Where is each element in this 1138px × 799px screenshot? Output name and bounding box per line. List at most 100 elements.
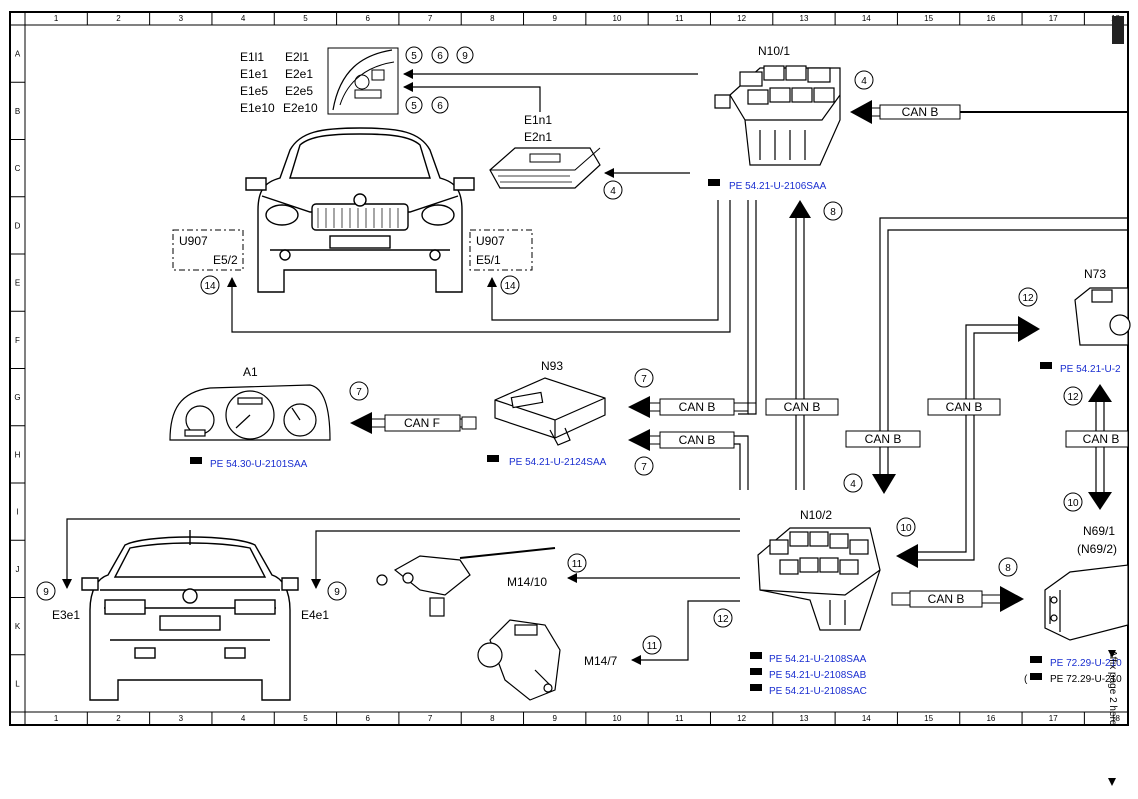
grid-column-label: 16 xyxy=(986,14,995,23)
headlamp-thumbnail xyxy=(327,47,399,115)
svg-text:CAN B: CAN B xyxy=(865,432,902,446)
grid-column-label: 14 xyxy=(862,714,871,723)
svg-text:CAN B: CAN B xyxy=(679,400,716,414)
can-b-to-right-modules: CAN B xyxy=(845,217,1128,494)
note-7: 7 xyxy=(641,462,647,473)
note-4: 4 xyxy=(861,76,867,87)
grid-column-label: 4 xyxy=(241,14,246,23)
label-e5-2: E5/2 xyxy=(213,253,238,267)
note-5: 5 xyxy=(411,101,417,112)
grid-row-label: L xyxy=(15,679,20,688)
svg-text:CAN B: CAN B xyxy=(1083,432,1120,446)
grid-row-label: K xyxy=(15,622,21,631)
grid-row-label: E xyxy=(15,279,20,288)
svg-text:CAN B: CAN B xyxy=(946,400,983,414)
grid-row-label: J xyxy=(16,565,20,574)
grid-column-label: 17 xyxy=(1049,714,1058,723)
grid-column-label: 14 xyxy=(862,14,871,23)
lamp-label-right-2: E2e5 xyxy=(285,84,313,98)
connection-n10-2-to-m14-7 xyxy=(631,600,740,665)
grid-column-label: 12 xyxy=(737,714,746,723)
grid-column-label: 15 xyxy=(924,714,933,723)
label-e3e1: E3e1 xyxy=(52,608,80,622)
component-box-u907-right xyxy=(469,229,533,271)
note-4: 4 xyxy=(610,186,616,197)
vehicle-front-view xyxy=(245,127,475,293)
lamp-label-right-1: E2e1 xyxy=(285,67,313,81)
control-unit-n10-2 xyxy=(757,527,881,631)
instrument-cluster-a1 xyxy=(169,384,331,441)
note-7: 7 xyxy=(356,387,362,398)
note-5: 5 xyxy=(411,51,417,62)
grid-column-label: 18 xyxy=(1111,714,1120,723)
margin-note: Affix page 2 here xyxy=(1107,650,1118,726)
svg-text:PE 54.21-U-2108SAC: PE 54.21-U-2108SAC xyxy=(769,686,867,697)
grid-column-label: 4 xyxy=(241,714,246,723)
grid-column-label: 1 xyxy=(54,714,59,723)
label-u907-left: U907 xyxy=(179,234,208,248)
actuator-m14-7 xyxy=(477,619,561,701)
connection-n10-1-to-u907 xyxy=(227,200,731,333)
grid-column-label: 11 xyxy=(675,14,684,23)
grid-row-label: G xyxy=(14,393,20,402)
note-10: 10 xyxy=(1067,498,1079,509)
lamp-label-left-0: E1l1 xyxy=(240,50,264,64)
reference-n93: PE 54.21-U-2124SAA xyxy=(487,455,607,468)
can-b-n73-to-n69: CAN B xyxy=(1065,384,1129,510)
grid-column-label: 12 xyxy=(737,14,746,23)
grid-column-label: 9 xyxy=(552,714,557,723)
lamp-label-left-2: E1e5 xyxy=(240,84,268,98)
note-8: 8 xyxy=(1005,563,1011,574)
grid-row-label: D xyxy=(15,221,21,230)
note-11: 11 xyxy=(572,559,583,570)
svg-text:PE 54.21-U-2: PE 54.21-U-2 xyxy=(1060,364,1121,375)
grid-column-label: 11 xyxy=(675,714,684,723)
door-control-unit-n69 xyxy=(1044,564,1129,641)
svg-text:CAN B: CAN B xyxy=(928,592,965,606)
can-b-bus-to-n10-1: CAN B xyxy=(850,100,1128,124)
margin-marker-top xyxy=(1108,650,1116,658)
note-8: 8 xyxy=(830,207,836,218)
svg-text:PE 54.21-U-2124SAA: PE 54.21-U-2124SAA xyxy=(509,457,607,468)
label-n10-2: N10/2 xyxy=(800,508,832,522)
note-11: 11 xyxy=(647,641,658,652)
grid-column-label: 13 xyxy=(800,14,809,23)
svg-text:PE 72.29-U-210: PE 72.29-U-210 xyxy=(1050,674,1122,685)
grid-column-label: 5 xyxy=(303,14,308,23)
grid-column-label: 13 xyxy=(800,714,809,723)
grid-column-label: 7 xyxy=(428,14,433,23)
grid-column-label: 1 xyxy=(54,14,59,23)
can-b-to-n93-lower: CAN B xyxy=(628,429,749,490)
reference-n10-1: PE 54.21-U-2106SAA xyxy=(708,179,827,192)
can-b-to-n93-upper: CAN B xyxy=(628,200,757,418)
svg-text:CAN B: CAN B xyxy=(679,433,716,447)
reference-a1: PE 54.30-U-2101SAA xyxy=(190,457,308,470)
margin-marker-bottom xyxy=(1108,778,1116,786)
svg-text:CAN B: CAN B xyxy=(784,400,821,414)
can-b-trunk-vertical: CAN B xyxy=(765,200,839,490)
control-unit-n93 xyxy=(494,377,606,446)
grid-row-label: C xyxy=(15,164,21,173)
note-6: 6 xyxy=(437,51,443,62)
grid-column-label: 6 xyxy=(366,14,371,23)
label-e1n1: E1n1 xyxy=(524,113,552,127)
note-9: 9 xyxy=(43,587,49,598)
grid-column-label: 3 xyxy=(179,714,184,723)
ignition-switch-n73 xyxy=(1074,287,1131,346)
grid-column-label: 3 xyxy=(179,14,184,23)
note-14: 14 xyxy=(504,281,516,292)
grid-column-label: 6 xyxy=(366,714,371,723)
label-m14-7: M14/7 xyxy=(584,654,618,668)
note-9: 9 xyxy=(462,51,468,62)
note-12: 12 xyxy=(1067,392,1079,403)
note-9: 9 xyxy=(334,587,340,598)
note-12: 12 xyxy=(1022,293,1034,304)
note-10: 10 xyxy=(900,523,912,534)
label-n73: N73 xyxy=(1084,267,1106,281)
grid-row-label: A xyxy=(15,50,21,59)
grid-column-label: 2 xyxy=(116,714,121,723)
label-a1: A1 xyxy=(243,365,258,379)
note-4: 4 xyxy=(850,479,856,490)
connection-n10-1-to-headlamp xyxy=(403,69,698,112)
grid-row-label: I xyxy=(16,508,18,517)
